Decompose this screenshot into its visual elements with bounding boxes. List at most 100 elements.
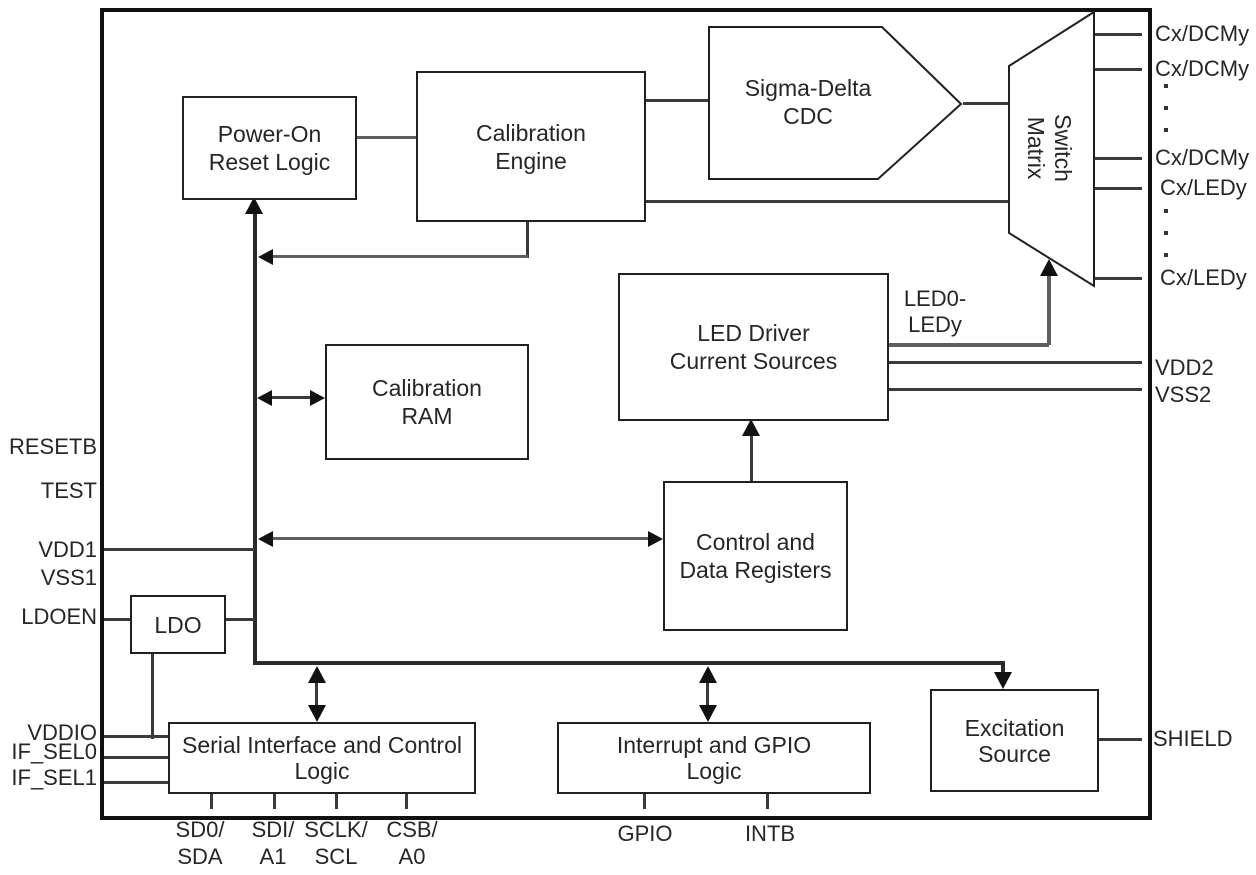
- block-power-on-reset-label2: Reset Logic: [208, 149, 331, 175]
- arrowhead-down-serial: [308, 705, 326, 722]
- cdc-label1: Sigma-Delta: [744, 75, 872, 101]
- pin-label-vss1: VSS1: [40, 565, 97, 590]
- pin-line-cxledy-2: [1094, 277, 1142, 280]
- ellipsis-dot: [1164, 106, 1168, 110]
- block-power-on-reset-label1: Power-On: [217, 121, 322, 147]
- pin-line-cxdcmy-2: [1094, 68, 1142, 71]
- arrowhead-up-serial: [308, 666, 326, 683]
- connector-bus-to-registers: [272, 537, 650, 540]
- block-ldo: LDO: [130, 595, 226, 654]
- block-excitation-label2: Source: [978, 740, 1051, 767]
- pin-line-cxdcmy-3: [1094, 157, 1142, 160]
- arrowhead-down-into-excitation: [994, 672, 1012, 689]
- block-calibration-engine-label2: Engine: [495, 147, 567, 174]
- pin-line-vdd1: [104, 548, 255, 551]
- block-led-driver: LED Driver Current Sources: [618, 273, 889, 421]
- pin-line-cxledy-1: [1094, 187, 1142, 190]
- pin-label-vss2: VSS2: [1155, 382, 1212, 407]
- ellipsis-dot: [1164, 128, 1168, 132]
- block-power-on-reset: Power-On Reset Logic: [182, 96, 357, 200]
- connector-calibration-engine-to-bus: [272, 255, 528, 258]
- pin-label-cxdcmy-2: Cx/DCMy: [1155, 56, 1250, 81]
- led-bus-annotation-line2: LEDy: [908, 312, 962, 337]
- block-excitation-source: Excitation Source: [930, 689, 1099, 792]
- pin-label-vddio: VDDIO: [27, 720, 97, 745]
- pin-label-sclk-scl: SCLK/ SCL: [304, 817, 368, 869]
- block-serial-interface: Serial Interface and Control Logic: [168, 722, 476, 794]
- pin-label-cxledy-1: Cx/LEDy: [1160, 175, 1247, 200]
- block-calibration-engine: Calibration Engine: [416, 71, 646, 222]
- block-calibration-ram-label2: RAM: [401, 403, 453, 429]
- ellipsis-dot: [1164, 253, 1168, 257]
- block-registers-label2: Data Registers: [679, 557, 832, 583]
- led-bus-annotation-line1: LED0-: [903, 286, 967, 311]
- connector-cdc-to-switch-matrix: [963, 102, 1008, 105]
- block-calibration-ram-label1: Calibration: [372, 375, 482, 401]
- arrowhead-up-into-led-driver: [742, 419, 760, 436]
- block-interrupt-label1: Interrupt and GPIO: [616, 732, 812, 758]
- pin-label-cxdcmy-3: Cx/DCMy: [1155, 145, 1250, 170]
- block-led-driver-label2: Current Sources: [669, 348, 838, 374]
- connector-registers-to-led-driver: [750, 434, 753, 481]
- block-serial-label1: Serial Interface and Control: [182, 732, 462, 758]
- led-bus-annotation: LED0- LEDy: [880, 286, 990, 338]
- connector-led-bus-horizontal: [885, 343, 1049, 347]
- vertical-bus: [253, 212, 257, 665]
- block-serial-label2: Logic: [294, 758, 350, 784]
- pin-line-vddio: [104, 735, 168, 738]
- connector-interrupt-to-bus: [706, 680, 709, 708]
- pin-label-csb-a0: CSB/ A0: [386, 817, 438, 869]
- pin-label-test: TEST: [40, 478, 97, 503]
- pin-line-shield: [1095, 738, 1142, 741]
- pin-label-sdi-a1: SDI/ A1: [251, 817, 295, 869]
- pin-line-cxdcmy-1: [1094, 33, 1142, 36]
- arrowhead-left-into-bus: [258, 249, 273, 265]
- connector-led-bus-vertical: [1047, 274, 1051, 345]
- pin-label-intb: INTB: [744, 821, 796, 846]
- arrowhead-left-ram: [257, 390, 272, 406]
- arrowhead-up-into-por: [245, 197, 263, 214]
- block-registers-label1: Control and: [696, 529, 815, 555]
- ellipsis-dot: [1164, 84, 1168, 88]
- ellipsis-dot: [1164, 209, 1168, 213]
- cdc-label2: CDC: [783, 103, 833, 129]
- block-sigma-delta-cdc-label: Sigma-Delta CDC: [718, 74, 898, 130]
- block-interrupt-gpio: Interrupt and GPIO Logic: [557, 722, 871, 794]
- pin-label-sd0-sda: SD0/ SDA: [175, 817, 225, 869]
- pin-line-vss2: [885, 388, 1142, 391]
- block-interrupt-label2: Logic: [686, 758, 742, 784]
- block-calibration-engine-label1: Calibration: [476, 119, 586, 146]
- arrowhead-down-interrupt: [699, 705, 717, 722]
- connector-ldo-to-bus: [222, 618, 255, 621]
- connector-calibration-engine-drop: [526, 218, 529, 258]
- pin-label-vdd2: VDD2: [1155, 355, 1214, 380]
- arrowhead-right-ram: [310, 390, 325, 406]
- pin-label-ifsel0: IF_SEL0: [11, 739, 97, 764]
- pin-stub-sd0: [210, 790, 213, 809]
- pin-label-cxdcmy-1: Cx/DCMy: [1155, 21, 1250, 46]
- switch-matrix-label1: Switch: [1050, 114, 1076, 182]
- pin-label-cxledy-2: Cx/LEDy: [1160, 265, 1247, 290]
- pin-line-vdd2: [885, 361, 1142, 364]
- connector-calibration-engine-to-cdc: [642, 99, 708, 102]
- pin-line-ifsel1: [104, 781, 168, 784]
- block-ldo-label: LDO: [154, 611, 202, 638]
- pin-label-resetb: RESETB: [8, 434, 97, 459]
- pin-line-ifsel0: [104, 756, 168, 759]
- pin-label-shield: SHIELD: [1153, 726, 1233, 751]
- block-excitation-label1: Excitation: [964, 714, 1065, 741]
- block-sigma-delta-cdc-shape: [708, 26, 963, 180]
- pin-label-ldoen: LDOEN: [21, 604, 97, 629]
- pin-stub-sclk: [335, 790, 338, 809]
- block-led-driver-label1: LED Driver: [697, 320, 810, 346]
- pin-label-vdd1: VDD1: [38, 537, 97, 562]
- pin-label-ifsel1: IF_SEL1: [11, 765, 97, 790]
- switch-matrix-label2: Matrix: [1023, 116, 1049, 180]
- arrowhead-left-registers: [258, 531, 273, 547]
- block-calibration-ram: Calibration RAM: [325, 344, 529, 460]
- ellipsis-dot: [1164, 231, 1168, 235]
- pin-stub-gpio: [643, 790, 646, 809]
- pin-line-ldoen: [104, 618, 130, 621]
- arrowhead-up-interrupt: [699, 666, 717, 683]
